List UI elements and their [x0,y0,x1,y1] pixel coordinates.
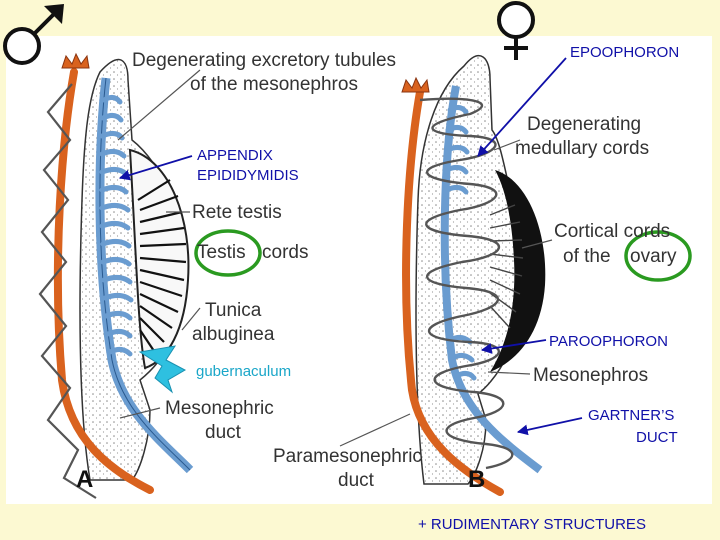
gartner-annotation-line1: GARTNER’S [588,407,675,424]
female-symbol-icon [497,1,535,60]
paramesonephric-duct-label-line1: Paramesonephric [273,446,422,467]
paroophoron-annotation: PAROOPHORON [549,333,668,350]
tunica-label-line1: Tunica [205,300,262,321]
epoophoron-annotation: EPOOPHORON [570,44,680,61]
appendix-annotation-line2: EPIDIDYMIDIS [197,167,299,184]
panel-a-illustration [38,52,262,499]
fimbriae-a [61,52,90,69]
appendix-annotation-line1: APPENDIX [197,147,273,164]
fimbriae-b [401,76,430,93]
panel-a-label: A [76,466,94,493]
degenerating-medullary-label-line2: medullary cords [515,138,650,159]
ovary-cortex [490,170,546,372]
degeneration-zigzag-a [38,83,97,499]
gartner-arrow [516,417,583,436]
gartner-annotation-line2: DUCT [636,429,678,446]
testis-highlight-circle [194,229,262,277]
degenerating-medullary-label-line1: Degenerating [527,114,642,135]
ovary-highlight-circle [624,230,692,282]
panel-b-label: B [468,466,486,493]
cortical-cords [489,204,524,329]
excretory-tubules-b [443,104,477,381]
ovary-label: ovary [630,246,677,267]
cortical-cords-of-the-label: of the [563,246,611,267]
male-symbol-icon [3,4,64,65]
mesonephric-duct-label-line2: duct [205,422,241,443]
cords-label: cords [262,242,309,263]
paramesonephric-duct-label-line2: duct [338,470,374,491]
mesonephros-label: Mesonephros [533,365,649,386]
mesonephros-body-a [79,58,188,481]
degenerating-tubules-label-line2: of the mesonephros [190,74,358,95]
rudimentary-structures-note: + RUDIMENTARY STRUCTURES [418,516,646,533]
cortical-cords-label: Cortical cords [554,221,671,242]
panel-b-illustration [339,54,692,496]
gubernaculum-bolt [138,345,187,394]
degenerating-tubules-label-line1: Degenerating excretory tubules [132,50,397,71]
testis-label: Testis [197,242,246,263]
gubernaculum-annotation: gubernaculum [196,363,292,380]
annotation-arrows [118,57,583,436]
rete-testis-label: Rete testis [192,202,282,223]
appendix-arrow [118,155,193,181]
mesonephric-duct-label-line1: Mesonephric [165,398,274,419]
testis-cords [137,179,187,355]
tunica-label-line2: albuginea [192,324,275,345]
paramesonephric-duct-b [402,88,504,496]
epoophoron-arrow [477,57,567,157]
paramesonephric-duct-a [53,68,154,494]
paroophoron-arrow [480,339,547,354]
degeneration-coil-b [419,97,514,470]
